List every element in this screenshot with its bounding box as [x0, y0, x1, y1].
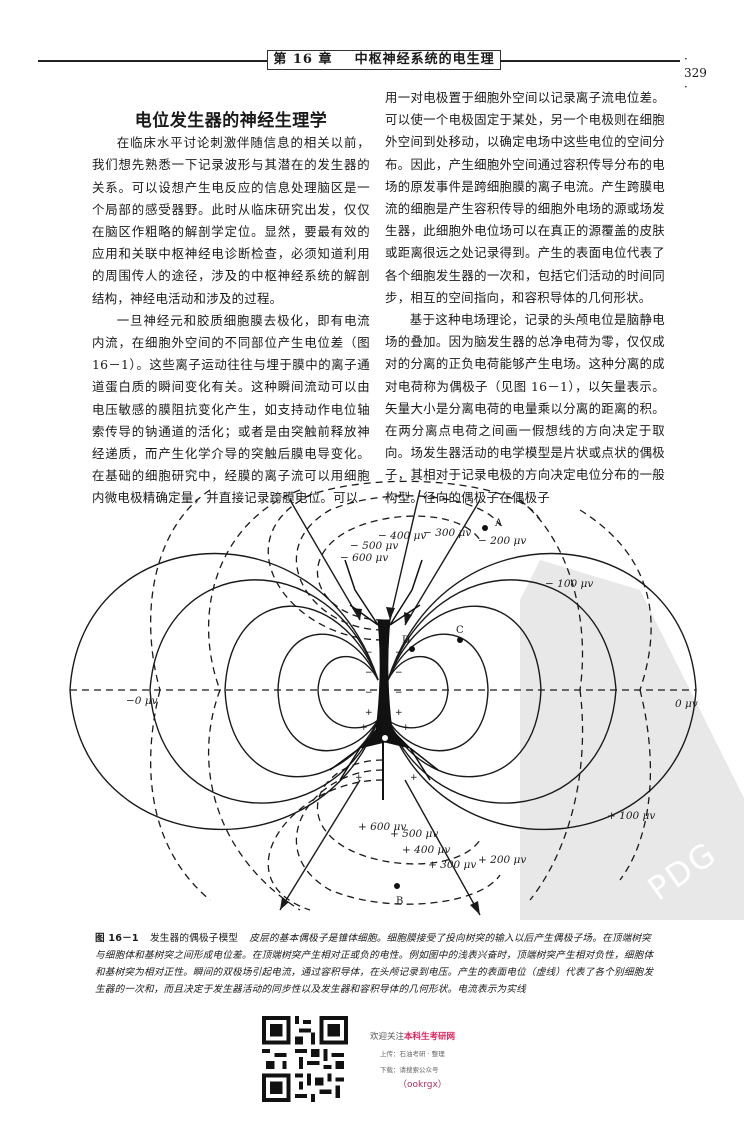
svg-text:−: −	[365, 648, 373, 658]
svg-text:+: +	[355, 773, 363, 783]
section-title: 电位发生器的神经生理学	[134, 111, 328, 131]
label-neg300: − 300 μv	[423, 527, 472, 539]
label-pos300: + 300 μv	[428, 859, 477, 871]
label-zero-left: −0 μv	[126, 695, 158, 707]
promo-highlight: 本科生考研网	[404, 1032, 456, 1042]
label-neg200: − 200 μv	[478, 535, 527, 547]
figure-caption: 图 16－1 发生器的偶极子模型 皮层的基本偶极子是锥体细胞。细胞膜接受了投向树…	[95, 930, 655, 998]
svg-text:−: −	[395, 688, 403, 698]
svg-text:+: +	[402, 723, 410, 733]
right-column: 用一对电极置于细胞外空间以记录离子流电位差。可以使一个电极固定于某处，另一个电极…	[385, 87, 665, 509]
page-number: · 329 ·	[684, 52, 707, 94]
label-pos400: + 400 μv	[402, 844, 451, 856]
caption-title: 发生器的偶极子模型	[150, 933, 239, 944]
point-c-label: C	[456, 625, 464, 636]
label-pos200: + 200 μv	[478, 854, 527, 866]
label-neg500: − 500 μv	[350, 540, 399, 552]
promo-prefix: 欢迎关注	[370, 1032, 405, 1042]
svg-text:+: +	[395, 708, 403, 718]
svg-text:+: +	[360, 723, 368, 733]
svg-text:−: −	[395, 648, 403, 658]
label-pos100: + 100 μv	[607, 810, 656, 822]
caption-text: 皮层的基本偶极子是锥体细胞。细胞膜接受了投向树突的输入以后产生偶极子场。在顶端树…	[95, 933, 654, 995]
header-rule-right	[500, 60, 680, 62]
promo-banner: 欢迎关注本科生考研网 上传：石油考研 · 整理 下载：请搜索公众号 （ookrg…	[262, 1016, 502, 1104]
header-rule-left	[38, 60, 268, 62]
figure-dipole-model: − − − − − − + + + + + + − 300 μv − 400 μv − 50…	[60, 480, 744, 920]
promo-text: 欢迎关注本科生考研网 上传：石油考研 · 整理 下载：请搜索公众号 （ookrg…	[370, 1030, 500, 1090]
svg-text:−: −	[365, 688, 373, 698]
chapter-box: 第 16 章 中枢神经系统的电生理	[267, 50, 501, 70]
promo-download-line: 下载：请搜索公众号	[380, 1066, 439, 1074]
point-b-label: B	[396, 896, 404, 907]
point-a-label: A	[495, 518, 503, 529]
chapter-title: 中枢神经系统的电生理	[354, 52, 495, 67]
svg-text:−: −	[365, 668, 373, 678]
dipole-field-diagram: − − − − − − + + + + + +	[69, 480, 697, 916]
chapter-number: 第 16 章	[273, 52, 333, 67]
label-pos600: + 600 μv	[358, 821, 407, 833]
label-zero-right: 0 μv	[675, 698, 698, 710]
running-header: 第 16 章 中枢神经系统的电生理 · 329 ·	[38, 50, 714, 94]
point-d-label: D	[402, 635, 411, 646]
label-neg100: − 100 μv	[545, 578, 594, 590]
qr-code-icon[interactable]	[262, 1016, 348, 1102]
promo-headline: 欢迎关注本科生考研网	[370, 1030, 500, 1042]
svg-text:−: −	[395, 668, 403, 678]
promo-account-id: （ookrgx）	[398, 1080, 447, 1090]
svg-text:+: +	[365, 708, 373, 718]
left-column: 电位发生器的神经生理学 在临床水平讨论刺激伴随信息的相关以前，我们想先熟悉一下记…	[92, 110, 370, 510]
promo-upload-line: 上传：石油考研 · 整理	[380, 1050, 445, 1058]
paragraph: 在临床水平讨论刺激伴随信息的相关以前，我们想先熟悉一下记录波形与其潜在的发生器的…	[92, 135, 370, 306]
svg-text:+: +	[410, 773, 418, 783]
caption-number: 图 16－1	[95, 933, 139, 944]
label-neg400: − 400 μv	[378, 530, 427, 542]
label-pos500: + 500 μv	[390, 828, 439, 840]
paragraph: 基于这种电场理论，记录的头颅电位是脑静电场的叠加。因为脑发生器的总净电荷为零，仅…	[385, 312, 665, 505]
paragraph: 一旦神经元和胶质细胞膜去极化，即有电流内流，在细胞外空间的不同部位产生电位差（图…	[92, 312, 370, 506]
label-neg600: − 600 μv	[340, 552, 389, 564]
paragraph: 用一对电极置于细胞外空间以记录离子流电位差。可以使一个电极固定于某处，另一个电极…	[385, 90, 665, 305]
